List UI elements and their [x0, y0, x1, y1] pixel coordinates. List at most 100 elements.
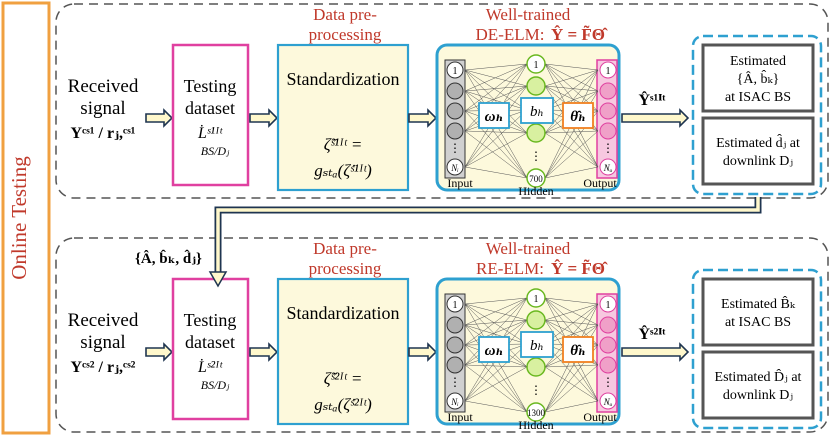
- stage1-hidden-node: [526, 54, 546, 74]
- stage2-hidden-node: [526, 310, 546, 330]
- stage2-input-top-index: 1: [453, 300, 458, 311]
- stage1-testing-dataset-box: [171, 43, 250, 187]
- stage1-weight-label: ωₕ: [485, 109, 504, 125]
- stage1-result-1-line1: Estimated: [730, 54, 786, 69]
- stage2-received-line1: Received: [68, 310, 139, 331]
- stage1-output-node: [599, 61, 617, 79]
- stage2-result-2-line2: downlink Dⱼ: [723, 388, 793, 403]
- stage1-input-node: [446, 102, 464, 120]
- stage2-hidden-node: [526, 402, 546, 422]
- stage1-received-signal-symbol: Yᶜˢ¹ / rⱼ,ᶜˢ¹: [71, 125, 136, 142]
- stage2-output-ellipsis: ⋮: [602, 375, 614, 389]
- stage2-dataset-line1: Testing: [184, 310, 237, 330]
- stage2-label-input: Input: [447, 410, 473, 424]
- stage1-input-node: [446, 61, 464, 79]
- stage1-theta-box: [562, 102, 594, 129]
- stage2-hidden-node: [526, 288, 546, 308]
- stage1-model-name: DE-ELM:: [476, 25, 545, 44]
- stage1-output-node: [599, 82, 617, 100]
- stage2-output-node: [599, 356, 617, 374]
- stage2-dataset-subscript: BS/Dⱼ: [201, 378, 230, 392]
- stage1-hidden-top-index: 1: [534, 60, 539, 71]
- stage1-standardization-eq1: ζ̃ˢ¹ᴵᵗ =: [324, 135, 363, 154]
- stage1-output-ellipsis: ⋮: [602, 141, 614, 155]
- stage1-model-title-line1: Well-trained: [486, 5, 571, 24]
- stage1-result-2-line2: downlink Dⱼ: [723, 154, 793, 169]
- stage1-standardization-title: Standardization: [287, 69, 400, 89]
- stage1-hidden-node: [526, 168, 546, 188]
- stage2-standardization-box: [276, 277, 410, 426]
- stage2-standardization-eq2: gₛₜₐ(ζ̇ˢ²ᴵᵗ): [314, 395, 372, 414]
- stage2-result-box-2: [701, 350, 815, 420]
- stage2-bias-label: bₕ: [530, 338, 544, 354]
- stage1-label-output: Output: [583, 176, 617, 190]
- stage2-input-node: [446, 316, 464, 334]
- stage1-dataset-line2: dataset: [185, 98, 235, 118]
- stage2-output-node: [599, 336, 617, 354]
- stage1-dataset-subscript: BS/Dⱼ: [201, 144, 230, 158]
- stage2-results-container: [691, 268, 823, 430]
- stage1-output-top-index: 1: [606, 66, 611, 77]
- stage2-input-node: [446, 295, 464, 313]
- stage2-result-1-line1: Estimated B̂ₖ: [721, 295, 796, 312]
- stage1-dataset-line1: Testing: [184, 76, 237, 96]
- stage1-input-ellipsis: ⋮: [449, 141, 461, 155]
- stage2-hidden-ellipsis: ⋮: [530, 383, 542, 397]
- stage2-arrow-to-network: [408, 342, 438, 362]
- stage1-result-box-1: [701, 43, 815, 113]
- stage1-preproc-title-line2: processing: [309, 25, 382, 44]
- stage2-hidden-bottom-index: 1300: [527, 408, 546, 418]
- stage1-bias-box: [520, 97, 554, 124]
- stage1-output-node: [599, 122, 617, 140]
- stage1-dataset-symbol: L̇ˢ¹ᴵᵗ: [197, 125, 223, 142]
- stage1-result-box-2: [701, 116, 815, 186]
- stage1-output-bottom-index: Nₒ: [603, 163, 613, 173]
- stage2-standardization-title: Standardization: [287, 303, 400, 323]
- stage2-preproc-title-line2: processing: [309, 259, 382, 278]
- stage1-hidden-node: [526, 123, 546, 143]
- stage1-preproc-title-line1: Data pre-: [313, 5, 377, 24]
- stage2-testing-dataset-box: [171, 277, 250, 421]
- stage2-result-1-line2: at ISAC BS: [725, 315, 791, 330]
- stage2-container: [55, 237, 829, 433]
- stage1-result-1-line2: {Â, b̂ₖ}: [737, 70, 780, 87]
- stage1-input-node: [446, 158, 464, 176]
- stage2-output-top-index: 1: [606, 300, 611, 311]
- stage2-output-bottom-index: Nₒ: [603, 397, 613, 407]
- stage2-output-node: [599, 392, 617, 410]
- stage2-model-equation: Ŷ = F̃Θ̂: [551, 258, 608, 278]
- stage2-preproc-title-line1: Data pre-: [313, 239, 377, 258]
- stage2-dataset-line2: dataset: [185, 332, 235, 352]
- stage2-standardization-eq1: ζ̃ˢ²ᴵᵗ =: [324, 369, 363, 388]
- stage2-label-hidden: Hidden: [518, 418, 553, 432]
- stage1-weight-box: [478, 102, 510, 129]
- stage1-result-1-line3: at ISAC BS: [725, 90, 791, 105]
- stage2-received-line2: signal: [80, 332, 125, 353]
- stage1-output-label: Ŷˢ¹ᴵᵗ: [638, 90, 666, 109]
- feedback-connector: [208, 197, 762, 288]
- stage1-arrow-to-dataset: [145, 108, 174, 128]
- stage1-hidden-node: [526, 76, 546, 96]
- stage2-model-name: RE-ELM:: [476, 259, 544, 278]
- feedback-label: {Â, b̂ₖ, d̂ⱼ}: [135, 249, 202, 267]
- stage2-arrow-to-dataset: [145, 342, 174, 362]
- stage1-model-equation: Ŷ = F̃Θ̂: [551, 24, 608, 44]
- stage1-theta-label: θ̂ₕ: [570, 109, 586, 125]
- stage2-input-bottom-index: Nᵢ: [450, 397, 459, 407]
- stage2-input-node: [446, 356, 464, 374]
- stage1-label-hidden: Hidden: [518, 184, 553, 198]
- stage2-dataset-symbol: L̇ˢ²ᴵᵗ: [197, 359, 223, 376]
- stage1-hidden-ellipsis: ⋮: [530, 149, 542, 163]
- stage2-bias-box: [520, 331, 554, 358]
- stage2-received-signal-symbol: Yᶜˢ² / rⱼ,ᶜˢ²: [71, 359, 136, 376]
- stage1-input-top-index: 1: [453, 66, 458, 77]
- stage2-hidden-top-index: 1: [534, 294, 539, 305]
- stage2-model-title-line1: Well-trained: [486, 239, 571, 258]
- stage1-input-bottom-index: Nᵢ: [450, 163, 459, 173]
- stage2-arrow-to-results: [621, 342, 690, 362]
- stage2-output-node: [599, 316, 617, 334]
- stage1-label-input: Input: [447, 176, 473, 190]
